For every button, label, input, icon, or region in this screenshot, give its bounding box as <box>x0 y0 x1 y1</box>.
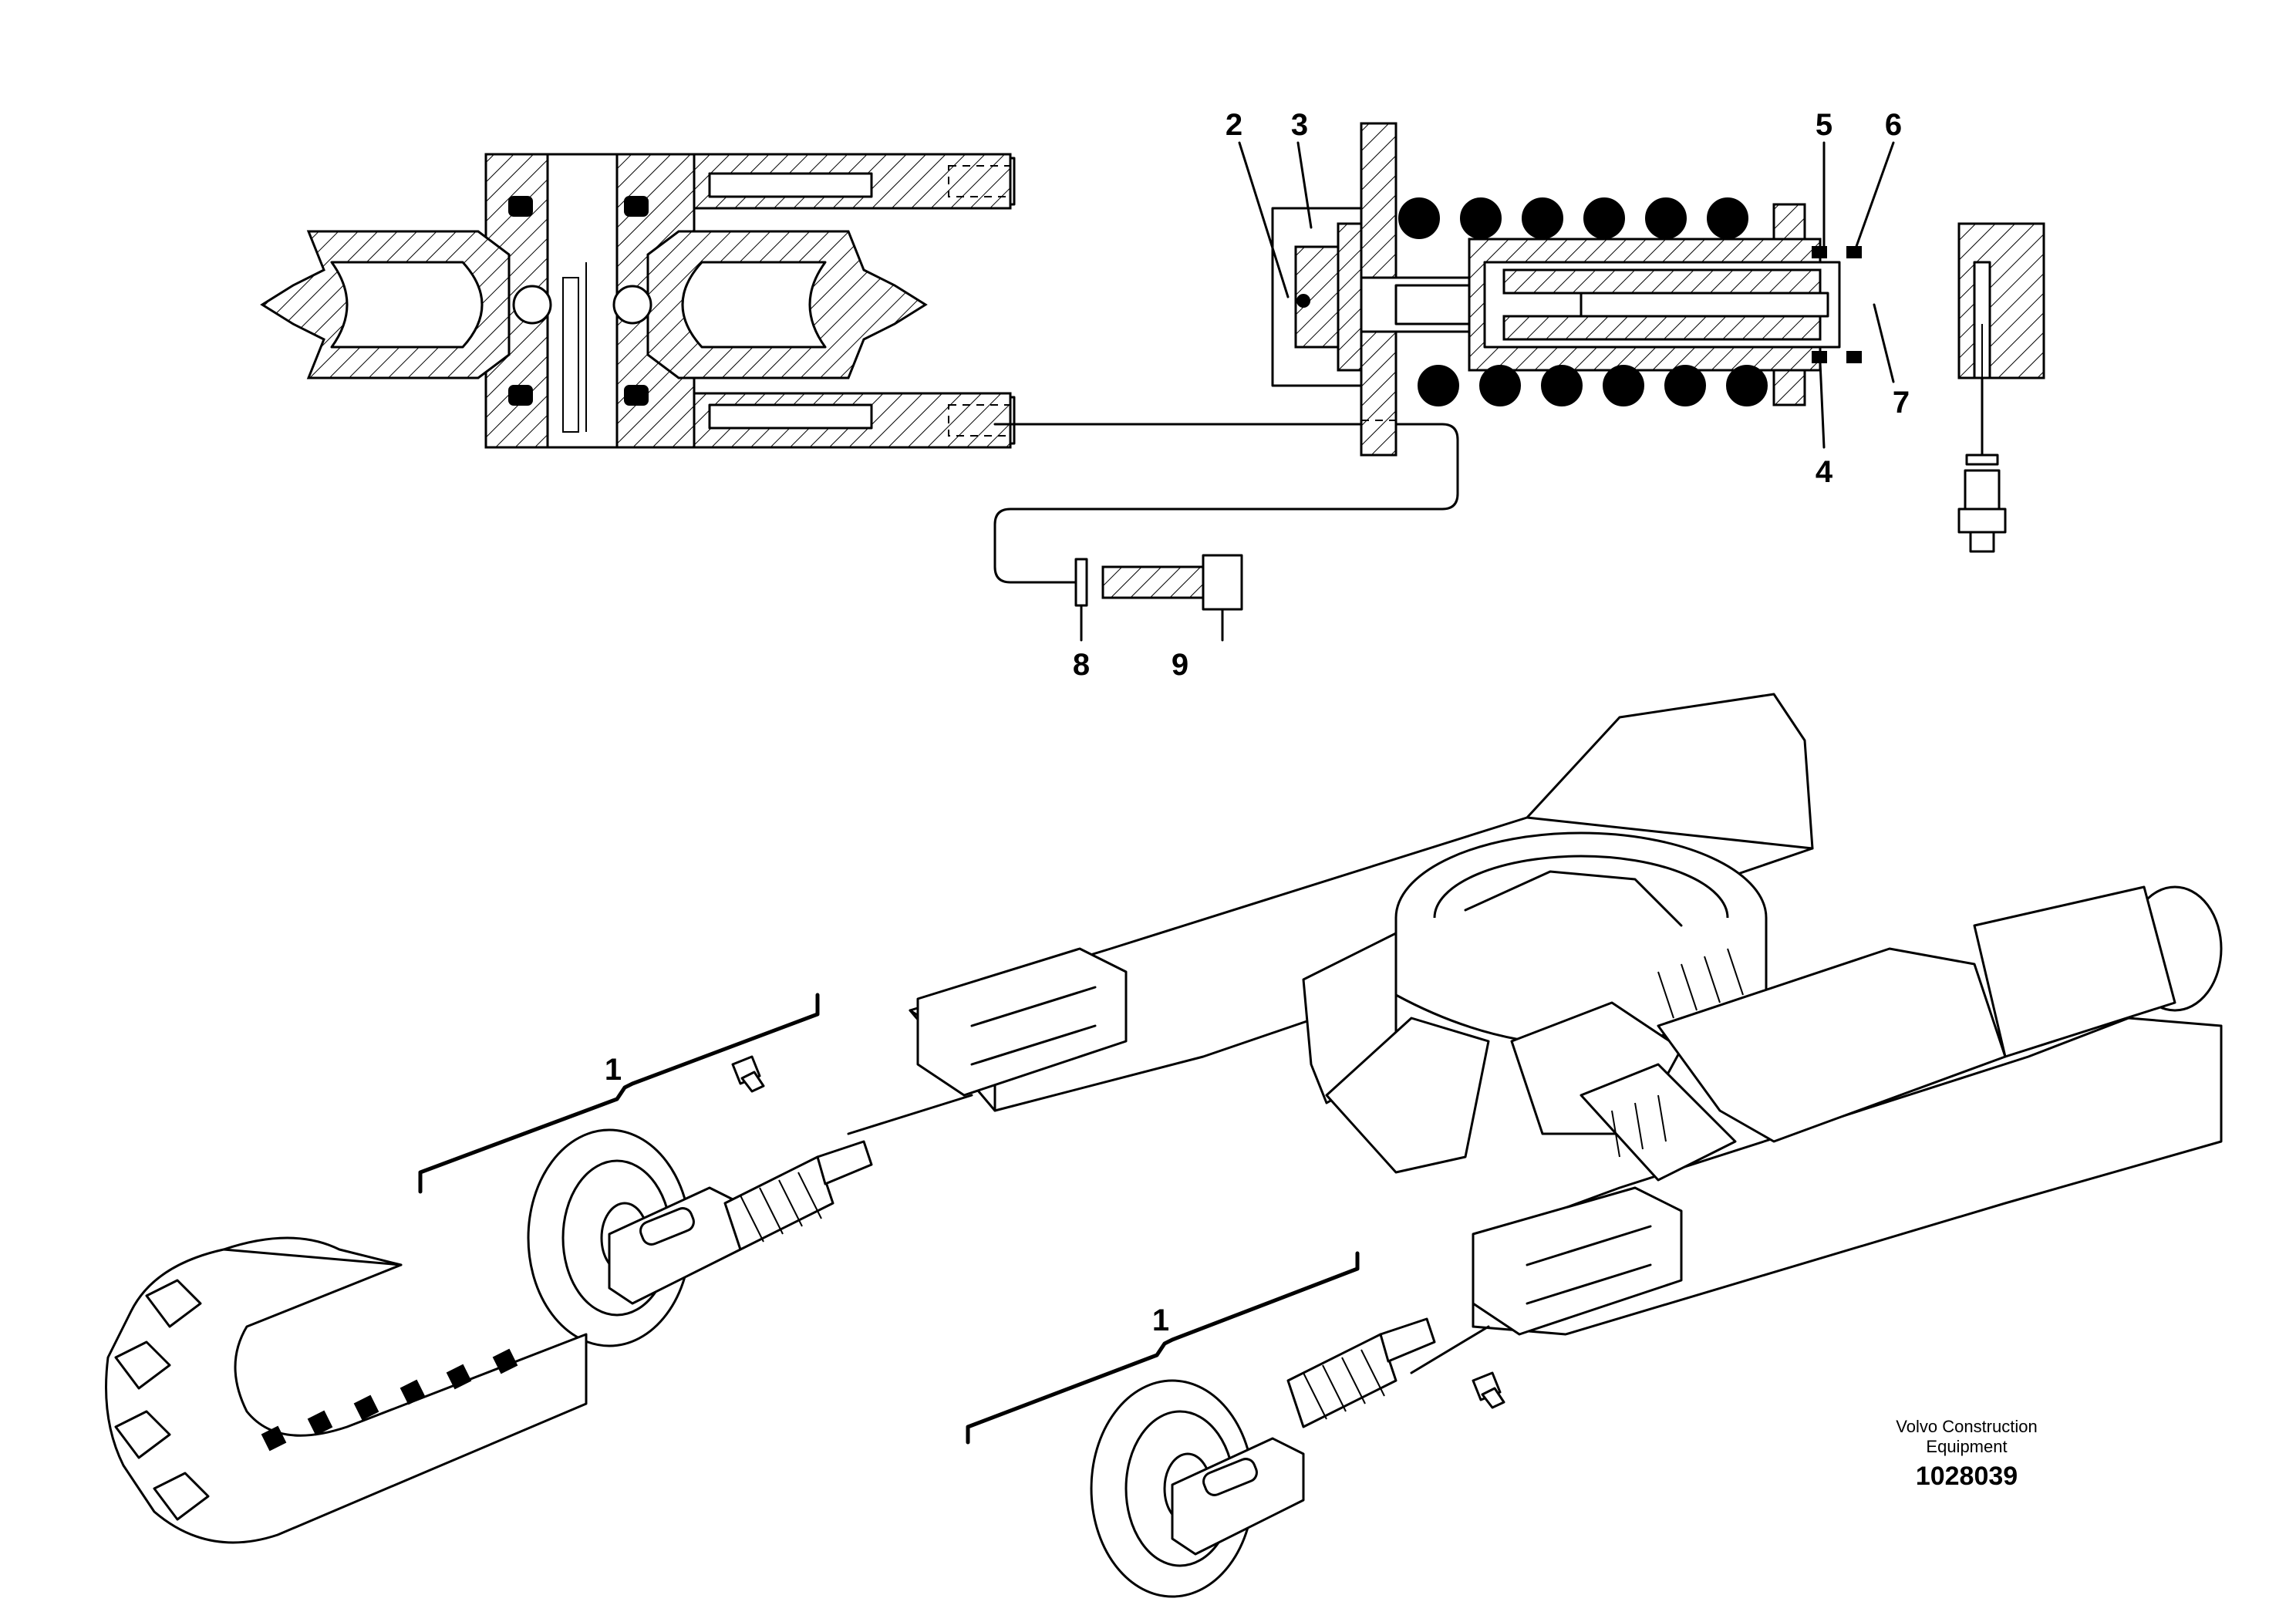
leader-line-upper <box>847 1094 973 1135</box>
callout-5: 5 <box>1816 108 1832 142</box>
bolt-washer-parts <box>1074 554 1243 642</box>
rubber-track <box>105 1236 588 1544</box>
idler-cross-section <box>260 153 1016 449</box>
callout-1-upper: 1 <box>605 1053 622 1087</box>
group-bracket-lower <box>966 1251 1360 1445</box>
callout-9: 9 <box>1172 648 1188 682</box>
bolt-shank-part-9 <box>1101 565 1205 599</box>
idler-assembly-upper <box>527 1055 873 1347</box>
group-bracket-upper <box>418 993 820 1194</box>
callout-1-lower: 1 <box>1152 1303 1169 1337</box>
leader-line-lower <box>1410 1325 1490 1374</box>
callout-3: 3 <box>1291 108 1308 142</box>
callout-4: 4 <box>1816 455 1833 489</box>
brand-line-2: Equipment <box>1926 1437 2007 1456</box>
tensioner-cross-section <box>1271 122 2045 553</box>
callout-8: 8 <box>1073 648 1090 682</box>
callout-7: 7 <box>1893 386 1910 420</box>
bolt-head-part-9 <box>1202 554 1243 611</box>
undercarriage-frame <box>909 693 2223 1336</box>
leader-line-idler <box>993 423 1459 584</box>
callout-6: 6 <box>1885 108 1902 142</box>
washer-part-8 <box>1074 558 1088 607</box>
brand-line-1: Volvo Construction <box>1896 1417 2037 1436</box>
callout-2: 2 <box>1226 108 1242 142</box>
idler-assembly-lower <box>1090 1317 1505 1598</box>
drawing-number: 1028039 <box>1916 1462 2018 1491</box>
